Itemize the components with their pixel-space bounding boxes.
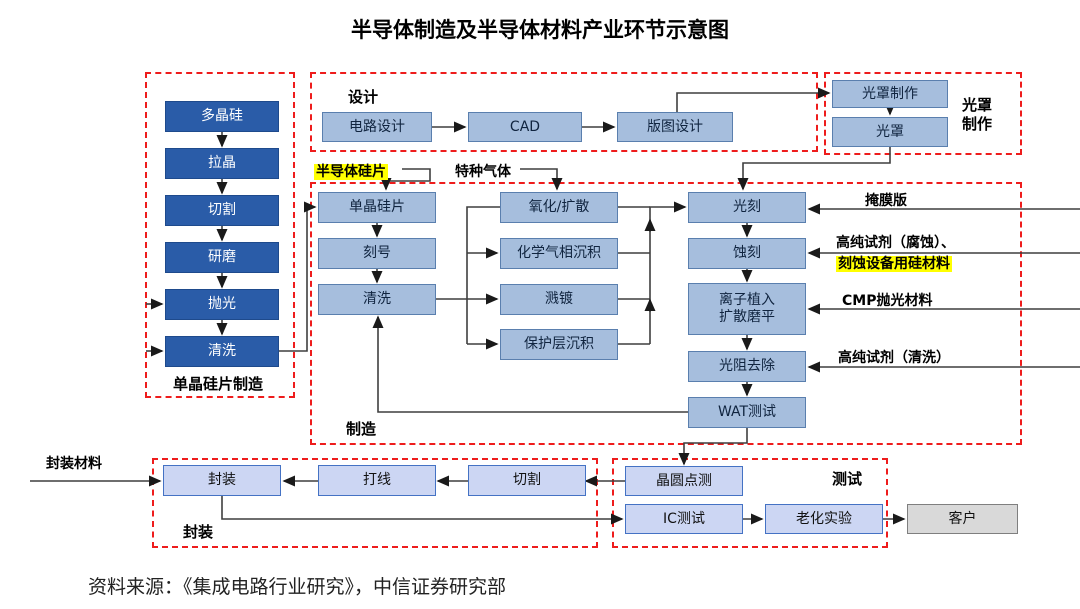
mask-section-frame [824, 72, 1022, 155]
box-cvd: 化学气相沉积 [500, 238, 618, 269]
box-protective-deposition: 保护层沉积 [500, 329, 618, 360]
box-polishing: 抛光 [165, 289, 279, 320]
label-reagent-etch: 高纯试剂（腐蚀）、 [836, 235, 955, 251]
diagram-title: 半导体制造及半导体材料产业环节示意图 [351, 18, 729, 42]
label-cmp-material: CMP抛光材料 [842, 293, 933, 309]
box-layout-design: 版图设计 [617, 112, 733, 142]
box-sputtering: 溅镀 [500, 284, 618, 315]
label-design-section: 设计 [348, 88, 379, 106]
label-semiconductor-wafer: 半导体硅片 [314, 164, 388, 180]
mfg-section-frame [310, 182, 1022, 445]
label-mfg-section: 制造 [346, 420, 377, 438]
box-photoresist-removal: 光阻去除 [688, 351, 806, 382]
box-crystal-pulling: 拉晶 [165, 148, 279, 179]
wafer-section-frame [145, 72, 295, 398]
box-etching: 蚀刻 [688, 238, 806, 269]
box-burn-in: 老化实验 [765, 504, 883, 534]
label-package-section: 封装 [183, 523, 214, 541]
box-packaging: 封装 [163, 465, 281, 496]
box-circuit-design: 电路设计 [322, 112, 432, 142]
design-section-frame [310, 72, 818, 152]
label-wafer-section: 单晶硅片制造 [173, 375, 264, 393]
label-etch-silicon: 刻蚀设备用硅材料 [836, 256, 952, 272]
package-section-frame [152, 458, 598, 548]
label-mask-section: 光罩 制作 [962, 96, 993, 133]
label-special-gas: 特种气体 [455, 164, 511, 180]
box-ic-test: IC测试 [625, 504, 743, 534]
box-oxidation-diffusion: 氧化/扩散 [500, 192, 618, 223]
box-wafer-probe: 晶圆点测 [625, 466, 743, 496]
box-ion-implant: 离子植入 扩散磨平 [688, 283, 806, 335]
label-test-section: 测试 [832, 470, 863, 488]
box-marking: 刻号 [318, 238, 436, 269]
label-package-material: 封装材料 [46, 456, 102, 472]
box-cad: CAD [468, 112, 582, 142]
box-mask: 光罩 [832, 117, 948, 147]
box-mask-making: 光罩制作 [832, 80, 948, 108]
source-note: 资料来源：《集成电路行业研究》，中信证券研究部 [88, 577, 507, 598]
label-mask-plate: 掩膜版 [865, 193, 907, 209]
box-wire-bonding: 打线 [318, 465, 436, 496]
box-wat-test: WAT测试 [688, 397, 806, 428]
box-grinding: 研磨 [165, 242, 279, 273]
box-slicing: 切割 [165, 195, 279, 226]
box-polysilicon: 多晶硅 [165, 101, 279, 132]
box-dicing: 切割 [468, 465, 586, 496]
box-customer: 客户 [907, 504, 1018, 534]
box-mono-wafer: 单晶硅片 [318, 192, 436, 223]
label-reagent-clean: 高纯试剂（清洗） [838, 350, 950, 366]
box-mfg-cleaning: 清洗 [318, 284, 436, 315]
box-wafer-cleaning: 清洗 [165, 336, 279, 367]
box-lithography: 光刻 [688, 192, 806, 223]
test-section-frame [612, 458, 888, 548]
